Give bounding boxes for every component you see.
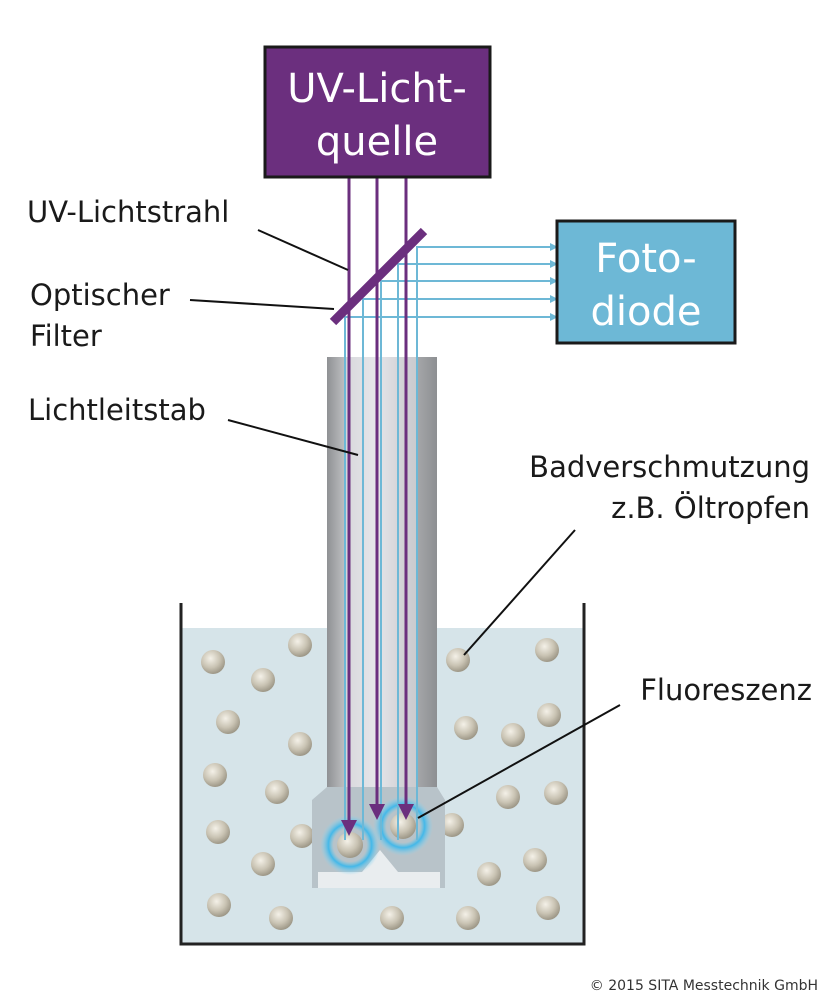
source-label-1: UV-Licht- <box>287 66 467 112</box>
oil-droplet <box>535 638 559 662</box>
oil-droplet <box>251 852 275 876</box>
fluorescence-beams <box>344 243 558 840</box>
rod-label: Lichtleitstab <box>28 393 206 427</box>
oil-droplet <box>206 820 230 844</box>
source-label-2: quelle <box>316 119 438 165</box>
fluorescence-label: Fluoreszenz <box>640 673 812 707</box>
oil-droplet <box>288 633 312 657</box>
oil-droplet <box>454 716 478 740</box>
oil-droplet <box>207 893 231 917</box>
oil-droplet <box>201 650 225 674</box>
leader-lines <box>189 229 621 819</box>
oil-droplet <box>544 781 568 805</box>
oil-droplet <box>477 862 501 886</box>
beam-label: UV-Lichtstrahl <box>27 195 229 229</box>
photodiode: Foto- diode <box>555 219 737 345</box>
oil-droplet <box>537 703 561 727</box>
oil-droplet <box>501 723 525 747</box>
oil-droplet <box>203 763 227 787</box>
detector-label-1: Foto- <box>595 236 696 282</box>
oil-droplet <box>380 906 404 930</box>
oil-droplet <box>496 785 520 809</box>
filter-label-1: Optischer <box>30 278 170 312</box>
oil-droplet <box>251 668 275 692</box>
oil-droplet <box>288 732 312 756</box>
oil-droplet <box>269 906 293 930</box>
contamination-label-2: z.B. Öltropfen <box>611 491 810 525</box>
optical-filter <box>329 227 428 326</box>
tank-wall <box>179 603 586 946</box>
oil-droplet <box>390 813 416 839</box>
oil-droplets <box>201 633 568 930</box>
contamination-label-1: Badverschmutzung <box>529 450 810 484</box>
oil-droplet <box>216 710 240 734</box>
uv-light-source: UV-Licht- quelle <box>263 45 492 179</box>
detector-label-2: diode <box>591 289 702 335</box>
oil-droplet <box>456 906 480 930</box>
oil-droplet <box>337 832 363 858</box>
oil-droplet <box>536 896 560 920</box>
oil-droplet <box>290 824 314 848</box>
oil-droplet <box>523 848 547 872</box>
filter-label-2: Filter <box>30 319 102 353</box>
oil-droplet <box>440 813 464 837</box>
copyright: © 2015 SITA Messtechnik GmbH <box>590 978 818 994</box>
oil-droplet <box>265 780 289 804</box>
